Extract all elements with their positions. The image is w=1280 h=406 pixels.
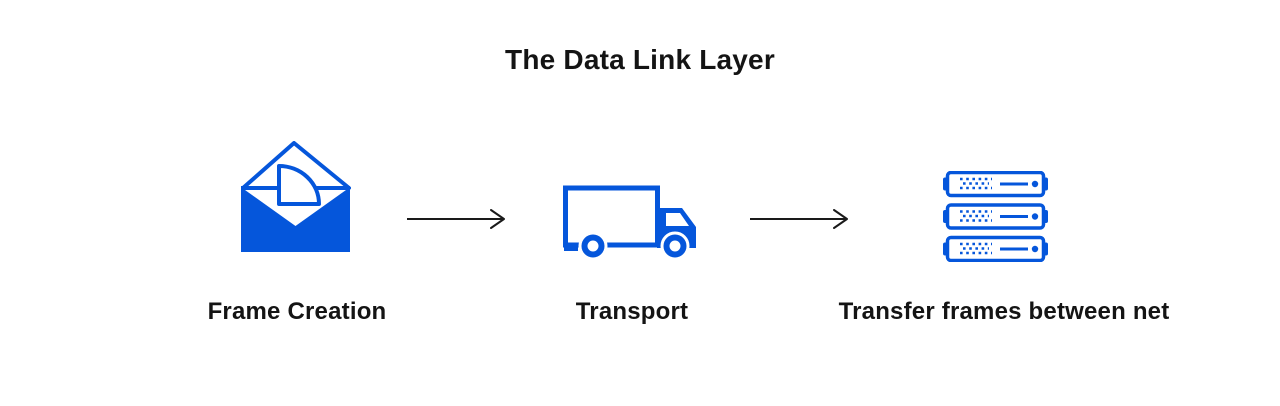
server-unit-2 [943, 203, 1048, 230]
right-arrow-icon [749, 205, 854, 233]
server-unit-3 [943, 235, 1048, 263]
truck-icon [563, 185, 700, 261]
stage-label-transfer-frames: Transfer frames between net [838, 298, 1170, 325]
server-stack-icon-svg [943, 170, 1048, 263]
stage-label-frame-creation: Frame Creation [207, 298, 387, 325]
right-arrow-icon-svg [750, 209, 848, 229]
truck-icon-svg [563, 185, 696, 261]
right-arrow-icon-svg [407, 209, 505, 229]
page-title: The Data Link Layer [505, 44, 775, 75]
stage-label-transport: Transport [575, 298, 689, 325]
right-arrow-icon [406, 205, 511, 233]
envelope-open-icon-svg [241, 141, 351, 252]
server-stack-icon [943, 170, 1048, 263]
server-unit-1 [943, 170, 1048, 198]
envelope-open-icon [241, 141, 351, 253]
